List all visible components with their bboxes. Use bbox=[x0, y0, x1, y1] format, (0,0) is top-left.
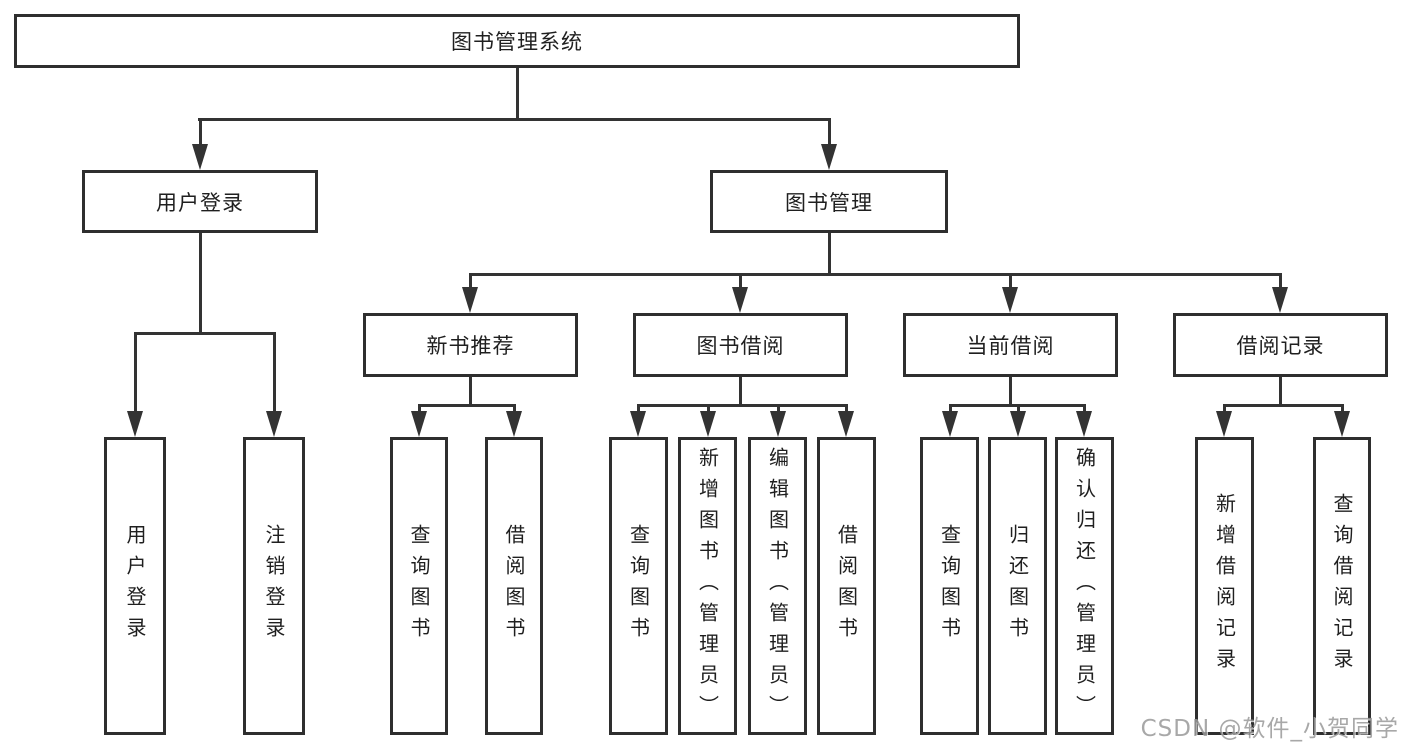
node-book-borrowing: 图书借阅 bbox=[633, 313, 848, 377]
leaf-return-books: 归还图书 bbox=[988, 437, 1047, 735]
arrow-down-icon bbox=[630, 411, 646, 437]
leaf-query-books-borrowing: 查询图书 bbox=[609, 437, 668, 735]
arrow-down-icon bbox=[1076, 411, 1092, 437]
leaf-query-borrow-record-label: 查询借阅记录 bbox=[1330, 493, 1354, 679]
connector-vline bbox=[1009, 273, 1012, 291]
connector-vline bbox=[739, 273, 742, 291]
leaf-logout: 注销登录 bbox=[243, 437, 305, 735]
arrow-down-icon bbox=[1010, 411, 1026, 437]
arrow-down-icon bbox=[821, 144, 837, 170]
connector-hline bbox=[134, 332, 276, 335]
connector-hline bbox=[1223, 404, 1344, 407]
csdn-watermark: CSDN @软件_小贺同学 bbox=[1140, 716, 1399, 742]
leaf-edit-book-admin: 编辑图书（管理员） bbox=[748, 437, 807, 735]
leaf-borrow-books-borrowing-label: 借阅图书 bbox=[834, 524, 859, 648]
arrow-down-icon bbox=[266, 411, 282, 437]
connector-vline bbox=[469, 377, 472, 407]
connector-vline bbox=[469, 273, 472, 291]
leaf-query-books-current: 查询图书 bbox=[920, 437, 979, 735]
leaf-borrow-books-borrowing: 借阅图书 bbox=[817, 437, 876, 735]
arrow-down-icon bbox=[770, 411, 786, 437]
arrow-down-icon bbox=[462, 287, 478, 313]
arrow-down-icon bbox=[1216, 411, 1232, 437]
connector-vline bbox=[828, 118, 831, 146]
connector-vline bbox=[1279, 273, 1282, 291]
connector-vline bbox=[637, 404, 640, 415]
leaf-borrow-books-recommend-label: 借阅图书 bbox=[502, 524, 526, 648]
connector-vline bbox=[1279, 377, 1282, 407]
connector-hline bbox=[198, 118, 831, 121]
leaf-add-borrow-record-label: 新增借阅记录 bbox=[1212, 493, 1237, 679]
node-borrow-records: 借阅记录 bbox=[1173, 313, 1388, 377]
leaf-query-books-recommend: 查询图书 bbox=[390, 437, 448, 735]
arrow-down-icon bbox=[942, 411, 958, 437]
connector-hline bbox=[637, 404, 848, 407]
arrow-down-icon bbox=[1272, 287, 1288, 313]
leaf-add-book-admin-label: 新增图书（管理员） bbox=[695, 446, 720, 726]
connector-vline bbox=[1223, 404, 1226, 415]
node-user-login: 用户登录 bbox=[82, 170, 318, 233]
leaf-confirm-return-admin: 确认归还（管理员） bbox=[1055, 437, 1114, 735]
connector-vline bbox=[739, 377, 742, 407]
leaf-query-books-current-label: 查询图书 bbox=[937, 524, 962, 648]
arrow-down-icon bbox=[411, 411, 427, 437]
leaf-query-books-recommend-label: 查询图书 bbox=[407, 524, 431, 648]
node-book-management: 图书管理 bbox=[710, 170, 948, 233]
leaf-logout-label: 注销登录 bbox=[262, 524, 286, 648]
connector-vline bbox=[273, 332, 276, 413]
leaf-edit-book-admin-label: 编辑图书（管理员） bbox=[765, 446, 790, 726]
node-new-book-recommend: 新书推荐 bbox=[363, 313, 578, 377]
connector-vline bbox=[1083, 404, 1086, 415]
leaf-add-book-admin: 新增图书（管理员） bbox=[678, 437, 737, 735]
arrow-down-icon bbox=[1334, 411, 1350, 437]
connector-vline bbox=[707, 404, 710, 415]
connector-hline bbox=[469, 273, 1282, 276]
arrow-down-icon bbox=[838, 411, 854, 437]
leaf-query-books-borrowing-label: 查询图书 bbox=[626, 524, 651, 648]
leaf-add-borrow-record: 新增借阅记录 bbox=[1195, 437, 1254, 735]
connector-vline bbox=[777, 404, 780, 415]
arrow-down-icon bbox=[1002, 287, 1018, 313]
leaf-user-login: 用户登录 bbox=[104, 437, 166, 735]
connector-vline bbox=[1009, 377, 1012, 407]
arrow-down-icon bbox=[732, 287, 748, 313]
connector-vline bbox=[199, 118, 202, 146]
node-current-borrowing: 当前借阅 bbox=[903, 313, 1118, 377]
connector-hline bbox=[418, 404, 516, 407]
connector-vline bbox=[199, 233, 202, 335]
connector-vline bbox=[134, 332, 137, 413]
arrow-down-icon bbox=[192, 144, 208, 170]
leaf-return-books-label: 归还图书 bbox=[1005, 524, 1030, 648]
leaf-borrow-books-recommend: 借阅图书 bbox=[485, 437, 543, 735]
leaf-user-login-label: 用户登录 bbox=[123, 524, 147, 648]
connector-vline bbox=[1017, 404, 1020, 415]
connector-vline bbox=[828, 233, 831, 276]
connector-vline bbox=[516, 68, 519, 120]
leaf-confirm-return-admin-label: 确认归还（管理员） bbox=[1072, 446, 1097, 726]
leaf-query-borrow-record: 查询借阅记录 bbox=[1313, 437, 1371, 735]
connector-vline bbox=[513, 404, 516, 415]
arrow-down-icon bbox=[506, 411, 522, 437]
arrow-down-icon bbox=[700, 411, 716, 437]
connector-vline bbox=[949, 404, 952, 415]
connector-vline bbox=[1341, 404, 1344, 415]
arrow-down-icon bbox=[127, 411, 143, 437]
connector-vline bbox=[418, 404, 421, 415]
connector-vline bbox=[845, 404, 848, 415]
node-root: 图书管理系统 bbox=[14, 14, 1020, 68]
